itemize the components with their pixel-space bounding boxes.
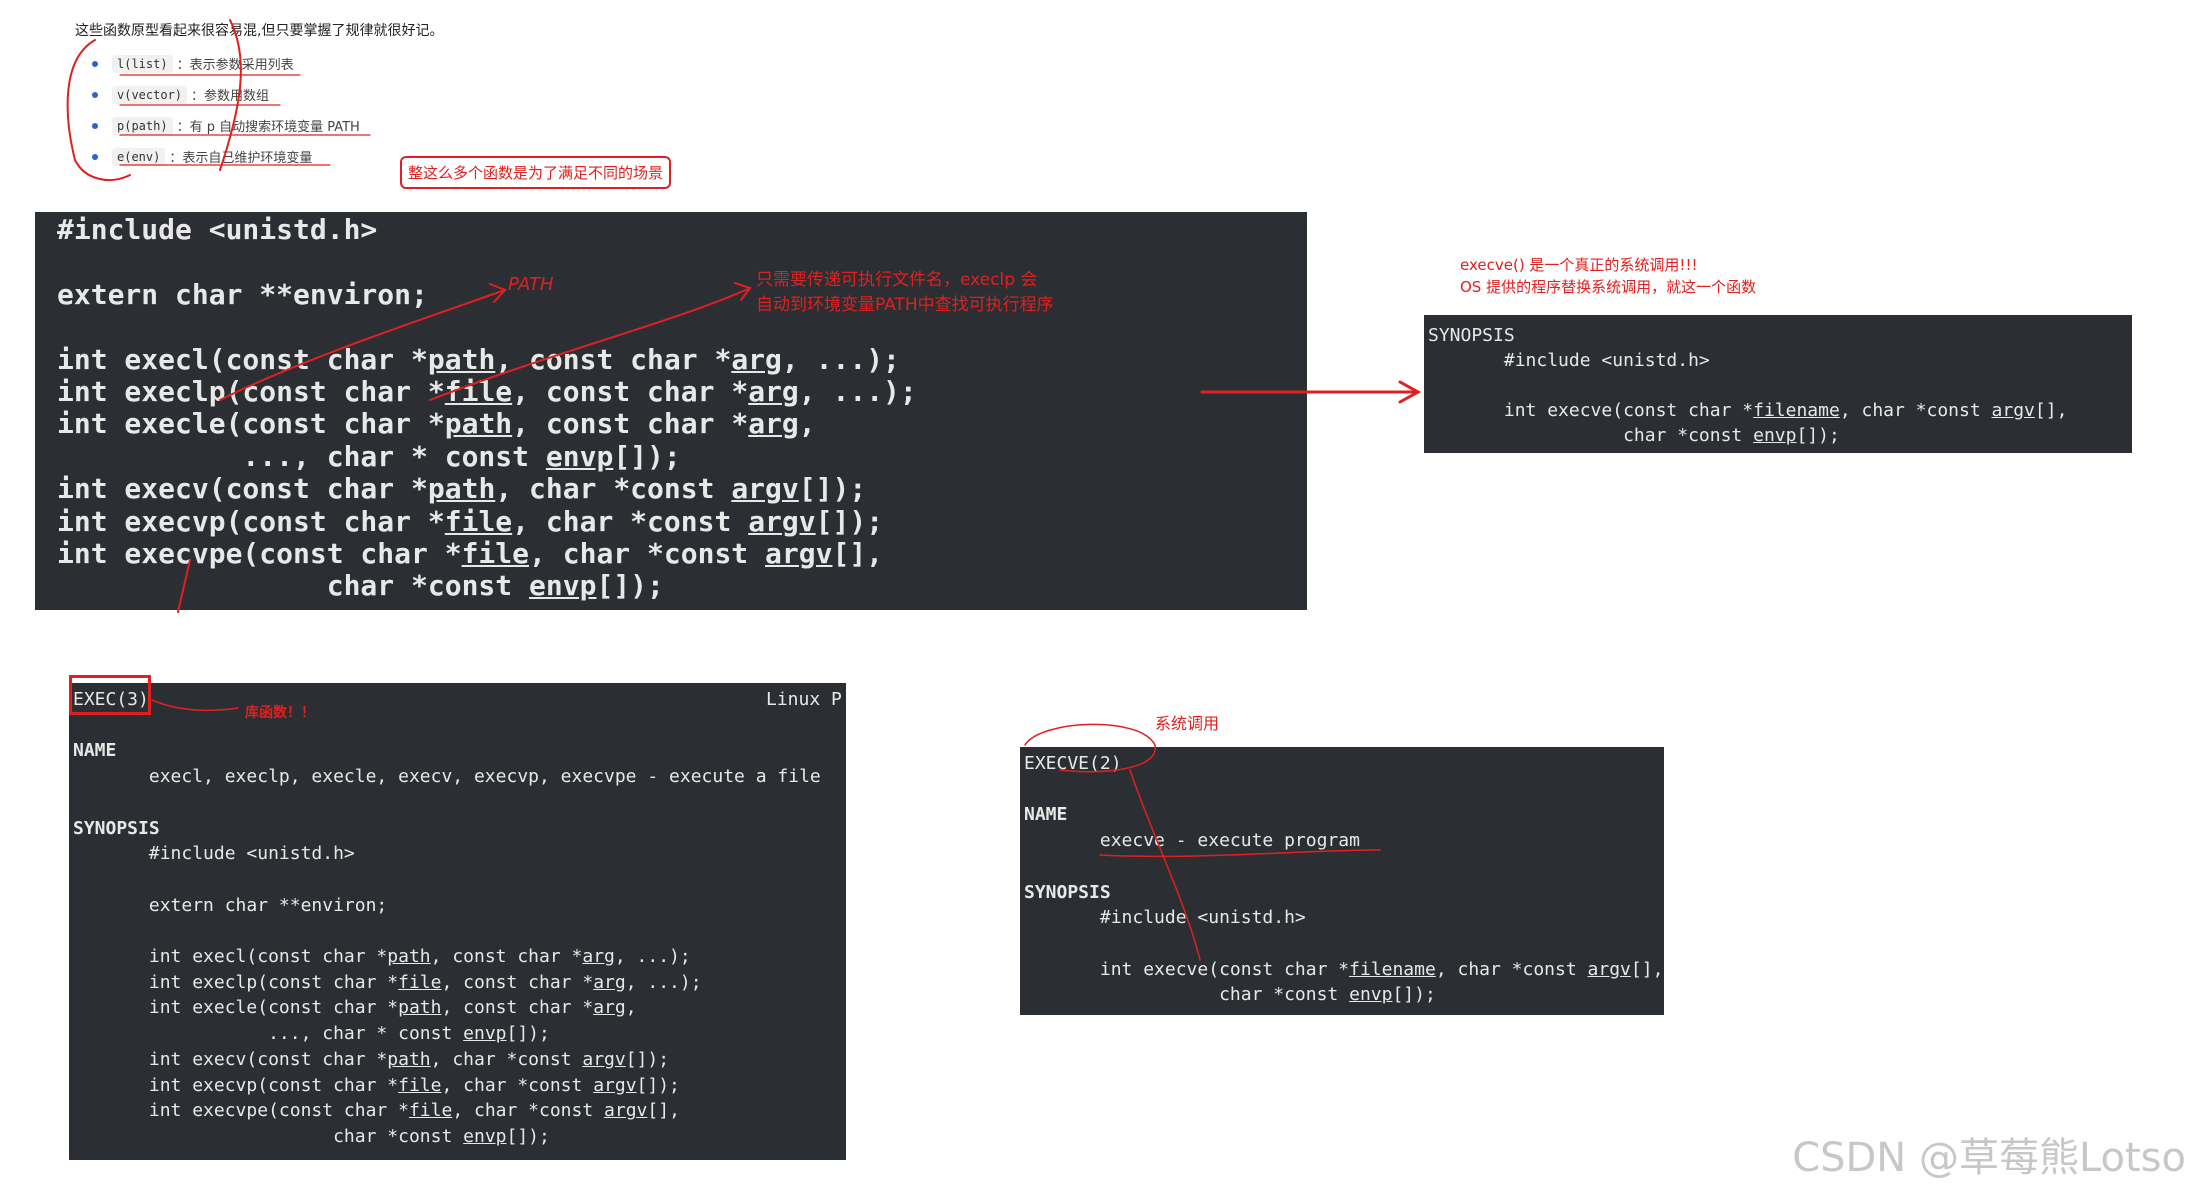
name-line: execve - execute program bbox=[1024, 830, 1360, 852]
execl-line: int execl(const char *path, const char *… bbox=[73, 946, 691, 968]
man3-title-line: EXEC(3) Linux P bbox=[73, 687, 846, 713]
execve2-man-page: EXECVE(2) NAME execve - execute program … bbox=[1020, 747, 1664, 1015]
execvpe-line: int execvpe(const char *file, char *cons… bbox=[73, 1100, 680, 1122]
name-heading: NAME bbox=[73, 740, 117, 762]
suffix-desc: ：表示参数采用列表 bbox=[176, 58, 294, 73]
bullet-icon bbox=[92, 91, 98, 98]
synopsis-heading: SYNOPSIS bbox=[1428, 325, 1515, 346]
execlp-line: int execlp(const char *file, const char … bbox=[73, 971, 702, 993]
execve-synopsis-terminal: SYNOPSIS #include <unistd.h> int execve(… bbox=[1424, 315, 2132, 453]
environ-line: extern char **environ; bbox=[57, 277, 428, 311]
synopsis-heading: SYNOPSIS bbox=[1024, 881, 1111, 903]
execvpe-line-2: char *const envp[]); bbox=[73, 1125, 550, 1147]
list-item: p(path)：有 p 自动搜索环境变量 PATH bbox=[70, 110, 360, 141]
man2-title: EXECVE(2) bbox=[1024, 753, 1122, 774]
execve-annotation: execve() 是一个真正的系统调用!!! OS 提供的程序替换系统调用，就这… bbox=[1460, 256, 1757, 296]
execl-line: int execl(const char *path, const char *… bbox=[57, 342, 900, 376]
suffix-code: v(vector) bbox=[112, 85, 188, 104]
execlp-line: int execlp(const char *file, const char … bbox=[57, 375, 917, 409]
suffix-code: e(env) bbox=[112, 147, 166, 166]
syscall-annotation: 系统调用 bbox=[1155, 714, 1220, 733]
path-annotation: PATH bbox=[508, 274, 554, 295]
include-line: #include <unistd.h> bbox=[73, 843, 355, 865]
execve-line-2: char *const envp[]); bbox=[1024, 984, 1436, 1006]
execvpe-line-2: char *const envp[]); bbox=[57, 569, 664, 603]
name-heading: NAME bbox=[1024, 804, 1068, 826]
execvpe-line: int execvpe(const char *file, char *cons… bbox=[57, 537, 884, 571]
execvp-line: int execvp(const char *file, char *const… bbox=[73, 1074, 680, 1096]
suffix-code: p(path) bbox=[112, 116, 173, 135]
execle-line: int execle(const char *path, const char … bbox=[73, 997, 637, 1019]
execle-line-2: ..., char * const envp[]); bbox=[57, 439, 681, 473]
bullet-icon bbox=[92, 122, 98, 129]
exec3-man-page: EXEC(3) Linux P NAME execl, execlp, execl… bbox=[69, 683, 846, 1160]
name-line: execl, execlp, execle, execv, execvp, ex… bbox=[73, 766, 821, 788]
bullet-icon bbox=[92, 60, 98, 67]
environ-line: extern char **environ; bbox=[73, 894, 388, 916]
scenario-note-box: 整这么多个函数是为了满足不同的场景 bbox=[400, 156, 672, 189]
man3-right-header: Linux P bbox=[766, 689, 842, 710]
csdn-watermark: CSDN @草莓熊Lotso bbox=[1792, 1135, 2186, 1181]
execve-line: int execve(const char *filename, char *c… bbox=[1428, 400, 2068, 421]
include-line: #include <unistd.h> bbox=[1024, 907, 1306, 929]
execle-line-2: ..., char * const envp[]); bbox=[73, 1023, 550, 1045]
list-item: e(env)：表示自己维护环境变量 bbox=[70, 141, 360, 172]
suffix-desc: ：参数用数组 bbox=[191, 89, 270, 104]
library-function-annotation: 库函数！！ bbox=[245, 705, 315, 721]
execle-line: int execle(const char *path, const char … bbox=[57, 407, 816, 441]
include-line: #include <unistd.h> bbox=[57, 213, 378, 246]
synopsis-heading: SYNOPSIS bbox=[73, 817, 160, 839]
include-line: #include <unistd.h> bbox=[1428, 350, 1710, 371]
execv-line: int execv(const char *path, char *const … bbox=[57, 472, 867, 506]
list-item: v(vector)：参数用数组 bbox=[70, 79, 360, 110]
suffix-desc: ：有 p 自动搜索环境变量 PATH bbox=[176, 120, 360, 135]
execlp-annotation: 只需要传递可执行文件名，execlp 会 自动到环境变量PATH中查找可执行程序 bbox=[756, 270, 1054, 315]
execve-line: int execve(const char *filename, char *c… bbox=[1024, 958, 1664, 980]
execvp-line: int execvp(const char *file, char *const… bbox=[57, 504, 884, 538]
suffix-list: l(list)：表示参数采用列表 v(vector)：参数用数组 p(path)… bbox=[70, 48, 360, 172]
list-item: l(list)：表示参数采用列表 bbox=[70, 48, 360, 79]
man3-title: EXEC(3) bbox=[73, 689, 149, 710]
exec3-highlight-box bbox=[69, 675, 151, 715]
suffix-desc: ：表示自己维护环境变量 bbox=[169, 151, 313, 166]
bullet-icon bbox=[92, 153, 98, 160]
suffix-code: l(list) bbox=[112, 54, 173, 73]
execve-line-2: char *const envp[]); bbox=[1428, 425, 1840, 446]
execv-line: int execv(const char *path, char *const … bbox=[73, 1048, 670, 1070]
exec-prototypes-terminal: #include <unistd.h> extern char **enviro… bbox=[35, 212, 1307, 610]
synopsis-arrow-head bbox=[1398, 380, 1422, 404]
intro-text: 这些函数原型看起来很容易混,但只要掌握了规律就很好记。 bbox=[75, 23, 444, 39]
